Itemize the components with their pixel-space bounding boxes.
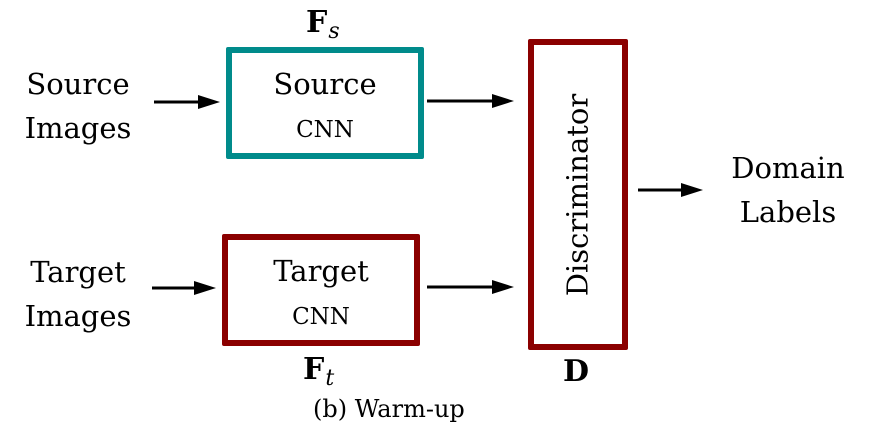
arrow-source-images-to-source-cnn xyxy=(154,95,220,109)
discriminator-box: Discriminator xyxy=(528,39,628,350)
source-cnn-symbol: Fs xyxy=(306,5,340,43)
source-images-label: Source Images xyxy=(8,62,148,150)
discriminator-symbol: D xyxy=(563,354,590,389)
source-cnn-symbol-sub: s xyxy=(328,19,340,44)
source-cnn-box: Source CNN xyxy=(226,47,424,159)
domain-labels-output: Domain Labels xyxy=(718,146,858,234)
domain-labels-line2: Labels xyxy=(739,195,837,229)
target-cnn-box: Target CNN xyxy=(222,234,420,346)
target-images-line1: Target xyxy=(30,255,126,289)
source-cnn-subtitle: CNN xyxy=(296,117,354,143)
arrow-discriminator-to-domain-labels xyxy=(638,183,703,197)
arrow-target-cnn-to-discriminator xyxy=(427,280,514,294)
target-cnn-symbol-main: F xyxy=(303,352,325,387)
target-images-label: Target Images xyxy=(8,250,148,338)
target-cnn-subtitle: CNN xyxy=(292,304,350,330)
source-cnn-symbol-main: F xyxy=(306,5,328,40)
source-images-line1: Source xyxy=(26,67,130,101)
domain-labels-line1: Domain xyxy=(731,151,845,185)
arrow-target-images-to-target-cnn xyxy=(152,281,216,295)
source-cnn-title: Source xyxy=(273,67,377,101)
target-images-line2: Images xyxy=(24,299,132,333)
source-images-line2: Images xyxy=(24,111,132,145)
target-cnn-symbol-sub: t xyxy=(325,366,335,391)
arrow-source-cnn-to-discriminator xyxy=(427,94,514,108)
target-cnn-title: Target xyxy=(273,254,369,288)
target-cnn-symbol: Ft xyxy=(303,352,334,390)
figure-caption: (b) Warm-up xyxy=(313,395,465,423)
